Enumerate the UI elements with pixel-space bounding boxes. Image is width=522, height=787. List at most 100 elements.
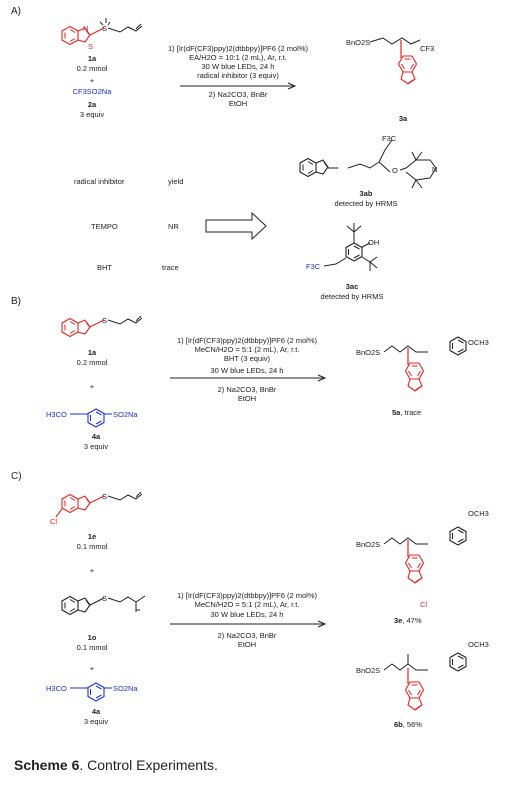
- atom-label: S: [102, 316, 108, 325]
- section-b-label: B): [11, 296, 21, 307]
- compound-label-6b: 6b: [394, 720, 403, 729]
- compound-label-1a-b: 1a: [87, 348, 97, 357]
- amount-1a-b: 0.2 mmol: [76, 358, 108, 367]
- atom-label: Cl: [50, 517, 58, 526]
- compound-label-3ab: 3ab: [359, 189, 373, 198]
- conditions-a-3: 30 W blue LEDs, 24 h: [201, 62, 275, 71]
- conditions-a-1: 1) [Ir(dF(CF3)ppy)2(dtbbpy)]PF6 (2 mol%): [167, 44, 309, 53]
- section-c-label: C): [11, 471, 22, 482]
- structure-5a: [383, 336, 467, 392]
- conditions-c-1: 1) [Ir(dF(CF3)ppy)2(dtbbpy)]PF6 (2 mol%): [176, 591, 318, 600]
- plus-sign: +: [89, 382, 95, 391]
- atom-label: F3C: [382, 134, 397, 143]
- atom-label: BnO2S: [356, 540, 381, 549]
- reaction-arrow-c: [170, 620, 327, 628]
- plus-sign: +: [89, 566, 95, 575]
- atom-label: OCH3: [468, 509, 489, 518]
- compound-label-5a: 5a: [392, 408, 401, 417]
- note-3ac: detected by HRMS: [320, 292, 384, 301]
- atom-label: N: [432, 165, 438, 174]
- atom-label: N: [83, 24, 89, 33]
- conditions-c-2: MeCN/H2O = 5:1 (2 mL), Ar, r.t.: [194, 600, 300, 609]
- structure-4a-c: [70, 682, 112, 702]
- table-cell-yield: trace: [162, 263, 179, 272]
- atom-label: O: [392, 166, 398, 175]
- compound-label-3ac: 3ac: [345, 282, 359, 291]
- table-header-yield: yield: [168, 177, 184, 186]
- equiv-2a: 3 equiv: [79, 110, 105, 119]
- equiv-4a-c: 3 equiv: [83, 717, 109, 726]
- table-cell-inhibitor: BHT: [97, 263, 112, 272]
- reaction-arrow-a: [180, 82, 297, 90]
- structure-4a-b: [70, 408, 112, 428]
- structure-1e: [55, 491, 143, 518]
- table-header-inhibitor: radical inhibitor: [74, 177, 125, 186]
- conditions-a-5: 2) Na2CO3, BnBr: [208, 90, 268, 99]
- atom-label: H3CO: [46, 410, 67, 419]
- compound-label-1o: 1o: [87, 633, 97, 642]
- note-3ab: detected by HRMS: [334, 199, 398, 208]
- conditions-c-3: 30 W blue LEDs, 24 h: [210, 610, 284, 619]
- atom-label: BnO2S: [346, 38, 371, 47]
- compound-label-3a: 3a: [398, 114, 408, 123]
- product-label-5a: 5a, trace: [392, 408, 421, 417]
- structure-1a: [61, 18, 143, 46]
- atom-label: Cl: [420, 600, 428, 609]
- product-label-6b: 6b, 56%: [394, 720, 422, 729]
- conditions-c-5: EtOH: [237, 640, 257, 649]
- structure-1o: [61, 595, 146, 616]
- conditions-a-6: EtOH: [228, 99, 248, 108]
- compound-label-4a-c: 4a: [91, 707, 101, 716]
- atom-label: OCH3: [468, 640, 489, 649]
- atom-label: S: [102, 24, 108, 33]
- reaction-arrow-b: [170, 374, 327, 382]
- plus-sign: +: [89, 664, 95, 673]
- atom-label: SO2Na: [113, 410, 138, 419]
- atom-label: OCH3: [468, 338, 489, 347]
- compound-label-1a: 1a: [87, 54, 97, 63]
- atom-label: OH: [368, 238, 380, 247]
- atom-label: CF3: [420, 44, 435, 53]
- table-cell-yield: NR: [168, 222, 179, 231]
- plus-sign: +: [89, 76, 95, 85]
- compound-label-1e: 1e: [87, 532, 97, 541]
- caption-text: . Control Experiments.: [79, 757, 218, 773]
- conditions-b-2: MeCN/H2O = 5:1 (2 mL), Ar, r.t.: [194, 345, 300, 354]
- atom-label: BnO2S: [356, 348, 381, 357]
- amount-1e: 0.1 mmol: [76, 542, 108, 551]
- section-a-label: A): [11, 6, 21, 17]
- conditions-a-2: EA/H2O = 10:1 (2 mL), Ar, r.t.: [189, 53, 287, 62]
- caption-bold: Scheme 6: [14, 757, 80, 773]
- table-cell-inhibitor: TEMPO: [91, 222, 118, 231]
- atom-label: S: [102, 594, 108, 603]
- yield-6b: , 56%: [402, 720, 422, 729]
- compound-label-4a-b: 4a: [91, 432, 101, 441]
- conditions-c-4: 2) Na2CO3, BnBr: [217, 631, 277, 640]
- product-label-3e: 3e, 47%: [394, 616, 422, 625]
- conditions-a-4: radical inhibitor (3 equiv): [197, 71, 279, 80]
- structure-3ab: [299, 139, 437, 189]
- structure-1a-b: [61, 315, 143, 338]
- structure-6b: [383, 652, 467, 711]
- compound-label-3e: 3e: [394, 616, 403, 625]
- yield-5a: , trace: [400, 408, 422, 417]
- compound-label-2a: 2a: [87, 100, 97, 109]
- atom-label: H3CO: [46, 684, 67, 693]
- conditions-b-1: 1) [Ir(dF(CF3)ppy)2(dtbbpy)]PF6 (2 mol%): [176, 336, 318, 345]
- hollow-arrow: [205, 211, 267, 241]
- structure-3ac: [323, 223, 378, 271]
- structure-3e: [383, 526, 467, 584]
- yield-3e: , 47%: [402, 616, 422, 625]
- atom-label: S: [102, 492, 108, 501]
- structure-3a: [369, 37, 421, 85]
- conditions-b-5: 2) Na2CO3, BnBr: [217, 385, 277, 394]
- conditions-b-3: BHT (3 equiv): [223, 354, 271, 363]
- atom-label: BnO2S: [356, 666, 381, 675]
- amount-1o: 0.1 mmol: [76, 643, 108, 652]
- conditions-b-4: 30 W blue LEDs, 24 h: [210, 366, 284, 375]
- amount-1a: 0.2 mmol: [76, 64, 108, 73]
- atom-label: SO2Na: [113, 684, 138, 693]
- scheme-caption: Scheme 6. Control Experiments.: [14, 757, 218, 773]
- reagent-2a: CF3SO2Na: [72, 87, 112, 96]
